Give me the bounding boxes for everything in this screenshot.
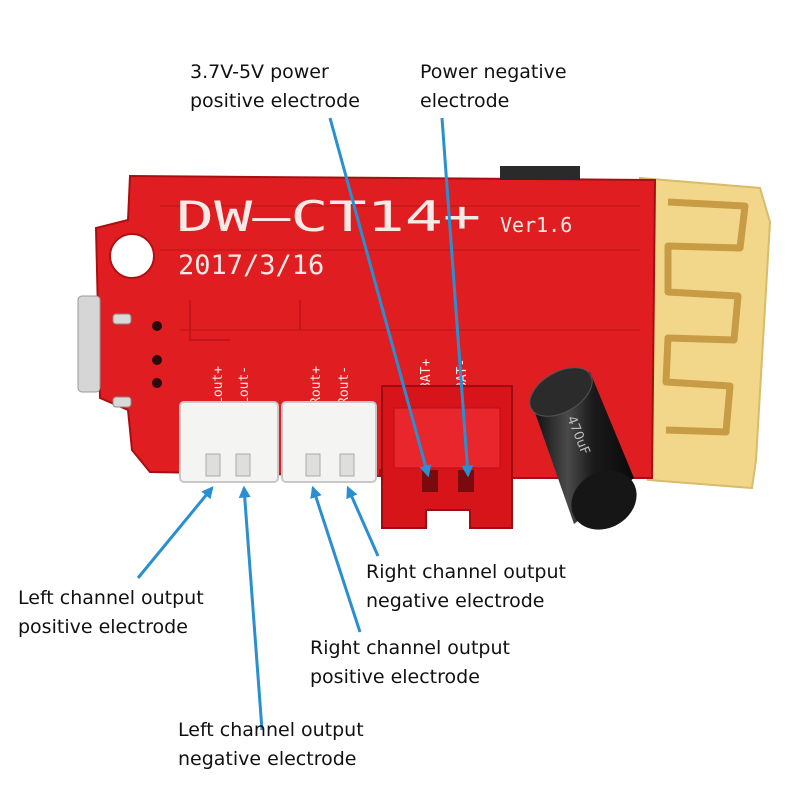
callout-left-negative-line1: Left channel output (178, 719, 364, 741)
callout-power-negative-line1: Power negative (420, 61, 567, 83)
battery-connector (381, 385, 513, 529)
callout-right-negative: Right channel output negative electrode (366, 558, 566, 616)
mounting-hole (109, 233, 155, 279)
arrow-left-negative (238, 485, 264, 731)
chip-edge (500, 166, 580, 180)
left-channel-connector (179, 401, 279, 483)
callout-right-positive: Right channel output positive electrode (310, 634, 510, 692)
antenna-section (638, 176, 772, 490)
pin-label-lout-minus: Lout- (237, 366, 252, 405)
callout-power-negative: Power negative electrode (420, 58, 567, 116)
antenna-trace (662, 198, 749, 436)
callout-right-negative-line1: Right channel output (366, 561, 566, 583)
callout-power-positive-line1: 3.7V-5V power (190, 61, 329, 83)
callout-left-positive-line1: Left channel output (18, 587, 204, 609)
callout-power-positive: 3.7V-5V power positive electrode (190, 58, 360, 116)
via (152, 355, 162, 365)
callout-right-positive-line2: positive electrode (310, 666, 480, 688)
callout-power-negative-line2: electrode (420, 90, 510, 112)
arrow-right-positive (310, 485, 362, 633)
electrolytic-capacitor: 470uF (529, 367, 637, 530)
pin-label-lout-plus: Lout+ (211, 366, 226, 405)
micro-usb-port (77, 295, 101, 393)
callout-right-negative-line2: negative electrode (366, 590, 545, 612)
smd-led (112, 313, 132, 325)
right-channel-connector (281, 401, 377, 483)
callout-left-negative-line2: negative electrode (178, 748, 357, 770)
pin-label-rout-minus: Rout- (337, 366, 352, 405)
pin-label-rout-plus: Rout+ (309, 366, 324, 405)
callout-left-positive: Left channel output positive electrode (18, 584, 204, 642)
board-date-label: 2017/3/16 (178, 250, 324, 281)
board-model-label: DW—CT14+ (176, 192, 481, 241)
callout-right-positive-line1: Right channel output (310, 637, 510, 659)
callout-left-negative: Left channel output negative electrode (178, 716, 364, 774)
pin-label-bat-plus: BAT+ (419, 359, 434, 390)
callout-left-positive-line2: positive electrode (18, 616, 188, 638)
callout-power-positive-line2: positive electrode (190, 90, 360, 112)
board-version-label: Ver1.6 (500, 213, 572, 237)
arrow-power-positive (328, 117, 432, 478)
via (152, 321, 162, 331)
smd-led (112, 396, 132, 408)
via (152, 378, 162, 388)
arrow-right-negative (346, 485, 380, 557)
arrow-left-positive (136, 486, 214, 579)
arrow-power-negative (440, 117, 474, 478)
